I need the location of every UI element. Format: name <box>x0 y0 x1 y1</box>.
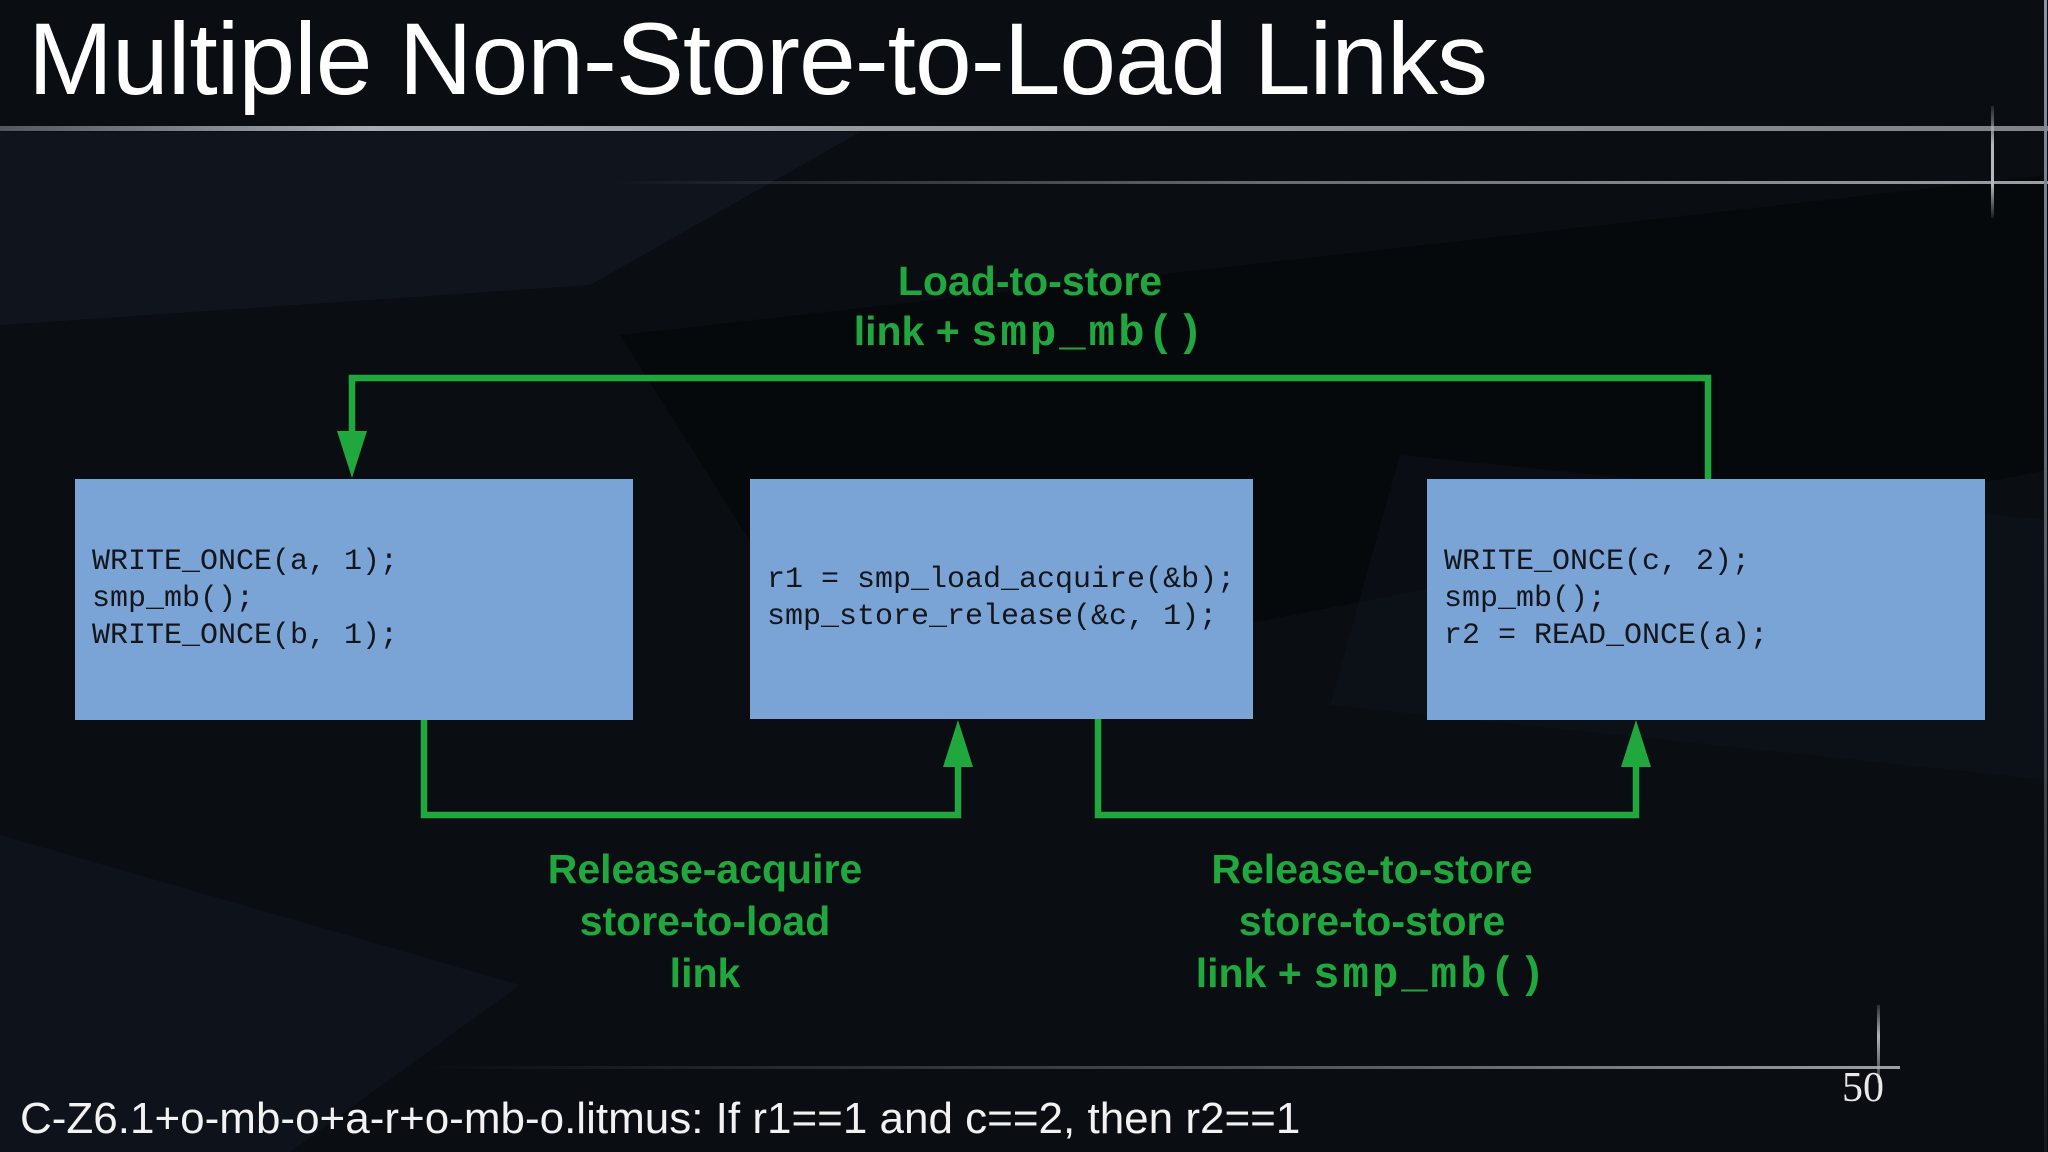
release-to-store-arrowhead <box>1621 720 1651 767</box>
code-line: WRITE_ONCE(a, 1); <box>92 545 399 579</box>
label-line: store-to-store <box>1238 898 1506 944</box>
code-box-writer-a-b: WRITE_ONCE(a, 1); smp_mb(); WRITE_ONCE(b… <box>75 479 633 720</box>
code-line: smp_mb(); <box>92 582 255 616</box>
label-line: link + smp_mb() <box>770 306 1290 359</box>
code-line: r2 = READ_ONCE(a); <box>1444 619 1769 653</box>
litmus-footer: C-Z6.1+o-mb-o+a-r+o-mb-o.litmus: If r1==… <box>20 1094 1301 1143</box>
label-text: link + <box>1195 950 1314 996</box>
release-acquire-arrowhead <box>943 720 973 767</box>
label-line: Load-to-store <box>897 258 1163 304</box>
label-line: Release-to-store <box>1211 846 1533 892</box>
code-box-acquire-release: r1 = smp_load_acquire(&b); smp_store_rel… <box>750 479 1253 719</box>
load-to-store-arrowhead <box>337 431 367 478</box>
slide-right-edge-line <box>2044 0 2047 1152</box>
ruler-line-top-horizontal <box>610 181 2048 184</box>
title-underline <box>0 126 2048 131</box>
label-load-to-store: Load-to-store link + smp_mb() <box>770 256 1290 359</box>
ruler-line-bottom-vertical <box>1877 1005 1880 1083</box>
slide-title: Multiple Non-Store-to-Load Links <box>28 2 1488 116</box>
label-line: store-to-load <box>579 898 831 944</box>
label-release-to-store: Release-to-store store-to-store link + s… <box>1112 843 1632 1002</box>
code-line: r1 = smp_load_acquire(&b); <box>767 563 1236 597</box>
page-number: 50 <box>1842 1065 1884 1111</box>
code-box-writer-c-reader-a: WRITE_ONCE(c, 2); smp_mb(); r2 = READ_ON… <box>1427 479 1985 720</box>
code-line: WRITE_ONCE(b, 1); <box>92 619 399 653</box>
code-line: WRITE_ONCE(c, 2); <box>1444 545 1751 579</box>
label-release-acquire: Release-acquire store-to-load link <box>445 843 965 999</box>
code-line: smp_mb(); <box>1444 582 1607 616</box>
label-code: smp_mb() <box>1313 951 1549 1001</box>
label-line: link <box>669 950 741 996</box>
release-acquire-arrow <box>420 718 962 819</box>
ruler-line-bottom-horizontal <box>420 1066 1900 1069</box>
label-text: link + <box>853 308 972 354</box>
label-line: Release-acquire <box>547 846 863 892</box>
label-code: smp_mb() <box>971 309 1207 359</box>
load-to-store-arrow <box>348 374 1712 482</box>
ruler-line-top-vertical <box>1991 106 1994 218</box>
label-line: link + smp_mb() <box>1112 947 1632 1002</box>
code-line: smp_store_release(&c, 1); <box>767 600 1218 634</box>
release-to-store-arrow <box>1094 718 1640 819</box>
